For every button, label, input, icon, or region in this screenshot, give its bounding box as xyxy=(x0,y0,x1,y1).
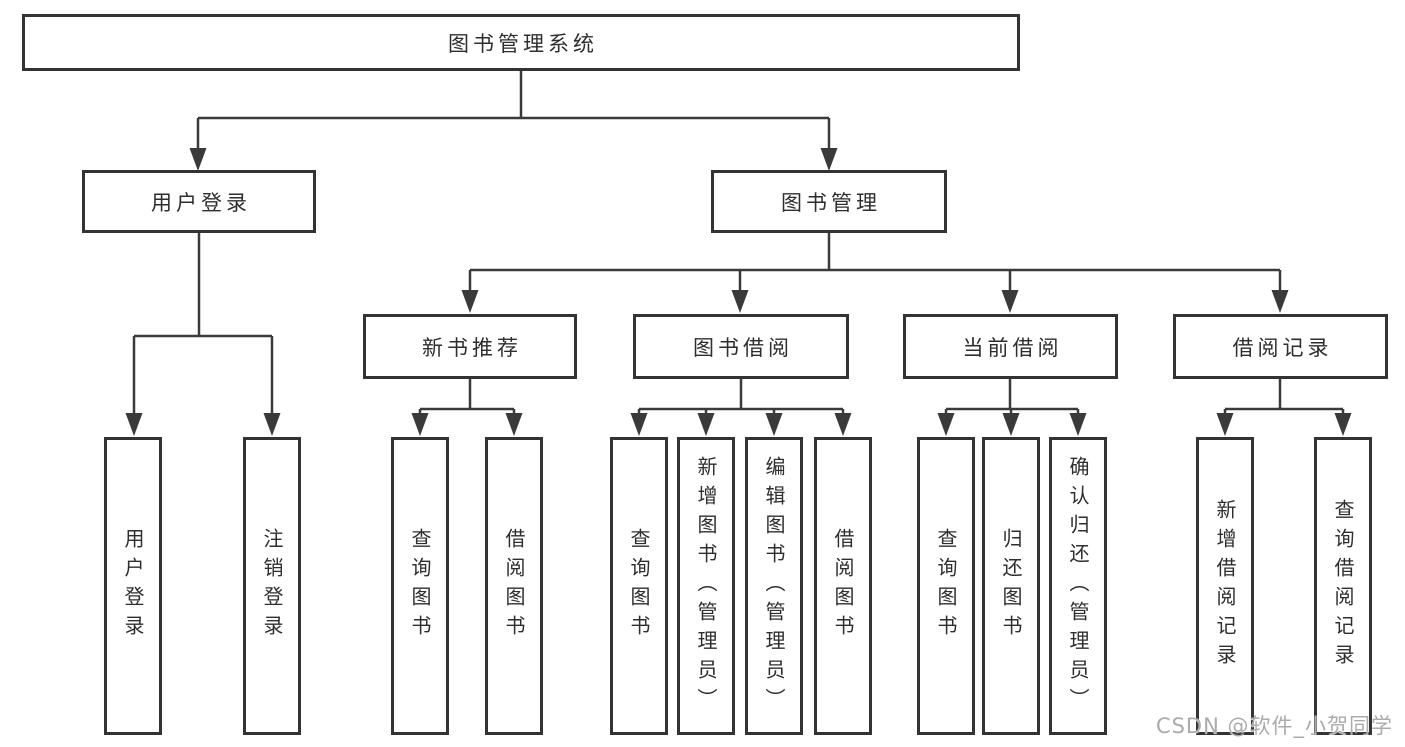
leaf-query-borrow-record-label: 查询借阅记录 xyxy=(1331,499,1355,673)
node-borrowing-records-label: 借阅记录 xyxy=(1232,335,1333,360)
leaf-add-book-admin: 新增图书（管理员） xyxy=(677,437,735,735)
leaf-query-books-current-label: 查询图书 xyxy=(934,528,958,644)
node-borrowing-records: 借阅记录 xyxy=(1173,314,1388,379)
leaf-query-books-borrowing-label: 查询图书 xyxy=(627,528,651,644)
node-new-book-recommendation: 新书推荐 xyxy=(363,314,577,379)
leaf-borrow-books-recommend: 借阅图书 xyxy=(485,437,543,735)
leaf-query-borrow-record: 查询借阅记录 xyxy=(1314,437,1372,735)
leaf-query-books-borrowing: 查询图书 xyxy=(610,437,668,735)
node-book-management-label: 图书管理 xyxy=(781,190,881,215)
leaf-return-books-label: 归还图书 xyxy=(999,528,1023,644)
leaf-logout-label: 注销登录 xyxy=(260,528,284,644)
node-new-book-recommendation-label: 新书推荐 xyxy=(422,335,522,360)
node-root: 图书管理系统 xyxy=(22,14,1020,71)
leaf-query-books-current: 查询图书 xyxy=(917,437,975,735)
leaf-query-books-recommend-label: 查询图书 xyxy=(408,528,432,644)
leaf-add-book-admin-label: 新增图书（管理员） xyxy=(694,455,718,717)
node-book-management: 图书管理 xyxy=(711,170,947,233)
leaf-query-books-recommend: 查询图书 xyxy=(391,437,449,735)
leaf-edit-book-admin: 编辑图书（管理员） xyxy=(745,437,803,735)
leaf-logout: 注销登录 xyxy=(243,437,301,735)
node-book-borrowing-label: 图书借阅 xyxy=(693,335,793,360)
node-root-label: 图书管理系统 xyxy=(448,31,598,56)
leaf-return-books: 归还图书 xyxy=(982,437,1040,735)
watermark: CSDN @软件_小贺同学 xyxy=(1155,714,1393,738)
leaf-add-borrow-record: 新增借阅记录 xyxy=(1196,437,1254,735)
leaf-user-login: 用户登录 xyxy=(104,437,162,735)
leaf-borrow-books-borrowing-label: 借阅图书 xyxy=(831,528,855,644)
leaf-confirm-return-admin-label: 确认归还（管理员） xyxy=(1066,455,1090,717)
node-book-borrowing: 图书借阅 xyxy=(633,314,849,379)
node-current-borrowing-label: 当前借阅 xyxy=(962,335,1063,360)
leaf-borrow-books-recommend-label: 借阅图书 xyxy=(502,528,526,644)
node-current-borrowing: 当前借阅 xyxy=(903,314,1118,379)
leaf-borrow-books-borrowing: 借阅图书 xyxy=(814,437,872,735)
leaf-user-login-label: 用户登录 xyxy=(121,528,145,644)
leaf-confirm-return-admin: 确认归还（管理员） xyxy=(1049,437,1107,735)
node-user-login: 用户登录 xyxy=(82,170,316,233)
leaf-add-borrow-record-label: 新增借阅记录 xyxy=(1213,499,1237,673)
leaf-edit-book-admin-label: 编辑图书（管理员） xyxy=(762,455,786,717)
node-user-login-label: 用户登录 xyxy=(151,190,251,215)
